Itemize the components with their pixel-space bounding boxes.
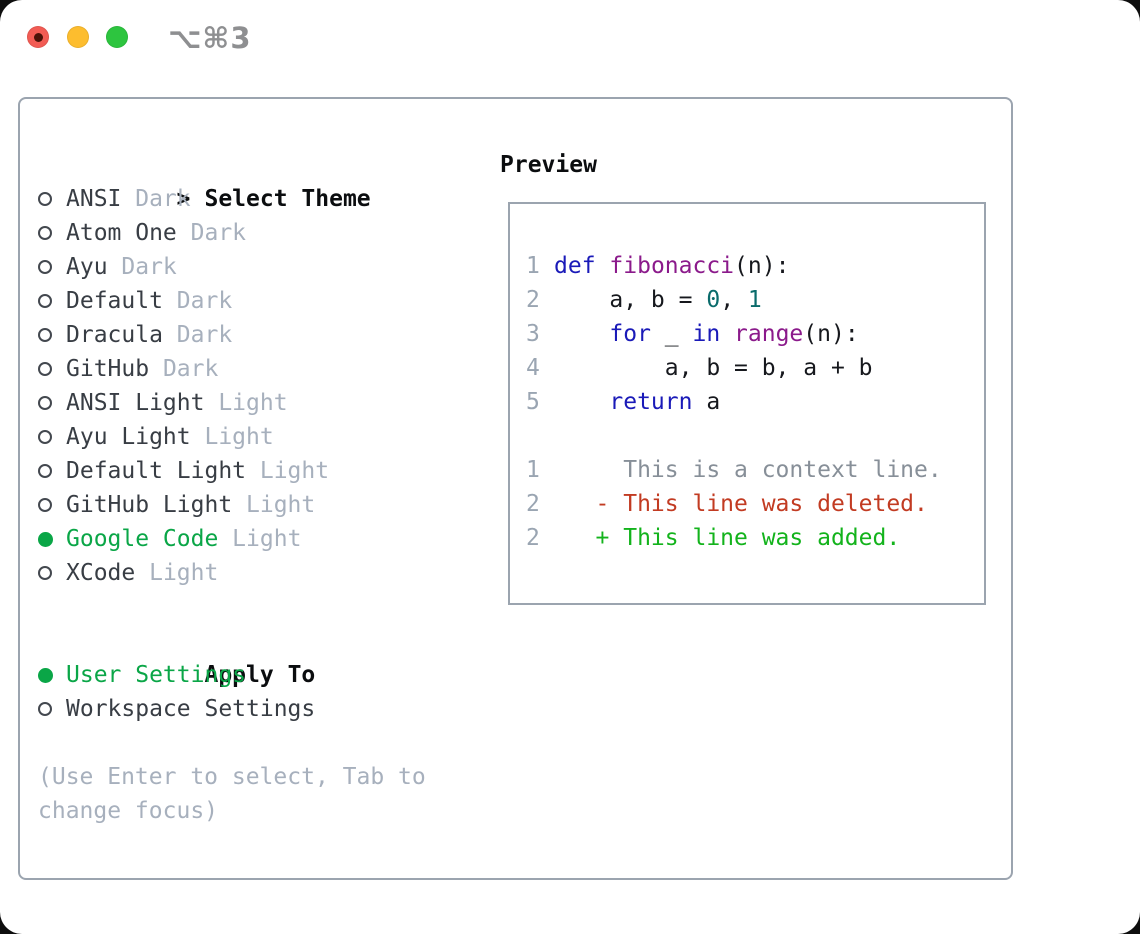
theme-name: Ayu Light: [66, 424, 191, 450]
theme-option-ayu-light[interactable]: Ayu Light Light: [38, 420, 488, 454]
apply-option-label: User Settings: [66, 662, 247, 688]
radio-icon: [38, 318, 66, 352]
focus-arrow-icon: >: [176, 186, 191, 212]
apply-to-label: Apply To: [204, 662, 316, 688]
radio-icon: [38, 488, 66, 522]
spacer: [38, 590, 488, 624]
theme-variant: Light: [204, 390, 288, 416]
unsaved-dot-icon: [33, 32, 43, 42]
code-line: 5 return a: [526, 385, 970, 419]
apply-option-user-settings[interactable]: User Settings: [38, 658, 488, 692]
radio-icon: [38, 284, 66, 318]
theme-name: Ayu: [66, 254, 108, 280]
theme-name: ANSI Light: [66, 390, 205, 416]
theme-option-github[interactable]: GitHub Dark: [38, 352, 488, 386]
theme-option-google-code[interactable]: Google Code Light: [38, 522, 488, 556]
theme-option-ansi-light[interactable]: ANSI Light Light: [38, 386, 488, 420]
code-line: 2 a, b = 0, 1: [526, 283, 970, 317]
radio-selected-icon: [38, 658, 66, 692]
line-number: 1: [526, 253, 540, 279]
apply-to-header: Apply To: [38, 624, 488, 688]
theme-name: GitHub: [66, 356, 150, 382]
theme-option-default-light[interactable]: Default Light Light: [38, 454, 488, 488]
line-number: 3: [526, 321, 540, 347]
theme-name: Default Light: [66, 458, 247, 484]
apply-option-workspace-settings[interactable]: Workspace Settings: [38, 692, 488, 726]
diff-deleted-line: 2 - This line was deleted.: [526, 487, 970, 521]
titlebar: ⌥⌘3: [0, 0, 1140, 74]
help-text-line-2: change focus): [38, 798, 219, 824]
line-number: 2: [526, 525, 540, 551]
radio-selected-icon: [38, 522, 66, 556]
theme-name: Default: [66, 288, 163, 314]
theme-variant: Light: [190, 424, 274, 450]
theme-variant: Light: [232, 492, 316, 518]
minimize-button[interactable]: [67, 26, 89, 48]
theme-variant: Light: [135, 560, 219, 586]
radio-icon: [38, 454, 66, 488]
theme-variant: Dark: [107, 254, 177, 280]
theme-variant: Light: [218, 526, 302, 552]
apply-option-label: Workspace Settings: [66, 696, 316, 722]
theme-variant: Dark: [176, 220, 247, 246]
diff-added-line: 2 + This line was added.: [526, 521, 970, 555]
radio-icon: [38, 250, 66, 284]
theme-option-ansi[interactable]: ANSI Dark: [38, 182, 488, 216]
radio-icon: [38, 386, 66, 420]
theme-name: Google Code: [66, 526, 219, 552]
theme-option-default[interactable]: Default Dark: [38, 284, 488, 318]
line-number: 2: [526, 287, 540, 313]
theme-option-xcode[interactable]: XCode Light: [38, 556, 488, 590]
theme-variant: Dark: [121, 186, 191, 212]
code-line: 3 for _ in range(n):: [526, 317, 970, 351]
radio-icon: [38, 420, 66, 454]
close-button[interactable]: [27, 26, 49, 48]
spacer: [38, 726, 488, 760]
theme-variant: Dark: [149, 356, 219, 382]
select-theme-header: > Select Theme: [38, 148, 488, 212]
preview-label: Preview: [500, 152, 597, 178]
select-theme-label: Select Theme: [204, 186, 371, 212]
theme-option-dracula[interactable]: Dracula Dark: [38, 318, 488, 352]
theme-option-ayu[interactable]: Ayu Dark: [38, 250, 488, 284]
line-number: 2: [526, 491, 540, 517]
theme-name: ANSI: [66, 186, 122, 212]
theme-variant: Dark: [162, 288, 233, 314]
theme-option-github-light[interactable]: GitHub Light Light: [38, 488, 488, 522]
window-title: ⌥⌘3: [168, 21, 252, 55]
theme-name: GitHub Light: [66, 492, 233, 518]
diff-context-line: 1 This is a context line.: [526, 453, 970, 487]
blank-line: [526, 419, 970, 453]
theme-name: Atom One: [66, 220, 177, 246]
maximize-button[interactable]: [106, 26, 128, 48]
line-number: 1: [526, 457, 540, 483]
theme-name: XCode: [66, 560, 136, 586]
line-number: 4: [526, 355, 540, 381]
radio-icon: [38, 692, 66, 726]
radio-icon: [38, 216, 66, 250]
help-text-line-1: (Use Enter to select, Tab to: [38, 764, 426, 790]
radio-icon: [38, 556, 66, 590]
theme-name: Dracula: [66, 322, 163, 348]
theme-variant: Light: [246, 458, 330, 484]
theme-option-atom-one[interactable]: Atom One Dark: [38, 216, 488, 250]
radio-icon: [38, 352, 66, 386]
radio-icon: [38, 182, 66, 216]
theme-variant: Dark: [162, 322, 233, 348]
code-line: 4 a, b = b, a + b: [526, 351, 970, 385]
line-number: 5: [526, 389, 540, 415]
